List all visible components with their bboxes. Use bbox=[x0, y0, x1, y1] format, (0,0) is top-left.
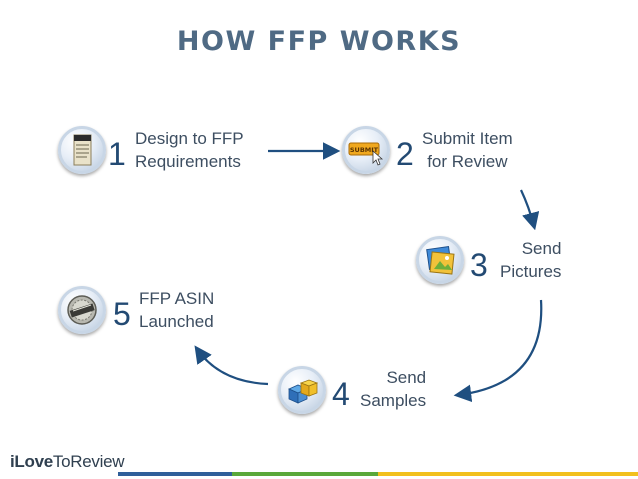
arrow-4-to-5 bbox=[194, 345, 269, 386]
launched-seal-icon bbox=[58, 286, 106, 334]
step-number: 5 bbox=[113, 296, 131, 332]
step-label-line2: for Review bbox=[427, 152, 508, 171]
footer-bar-yellow bbox=[378, 472, 638, 476]
footer-logo-rest: ToReview bbox=[52, 452, 125, 471]
step-label-line2: Samples bbox=[360, 391, 427, 410]
step-label-line1: Send bbox=[521, 239, 562, 258]
step-number: 1 bbox=[108, 136, 126, 172]
diagram-title: HOW FFP WORKS bbox=[176, 26, 462, 57]
step-number: 2 bbox=[396, 136, 414, 172]
pictures-icon bbox=[416, 236, 464, 284]
step-label: Send Pictures bbox=[500, 237, 561, 283]
step-label-line2: Launched bbox=[139, 312, 214, 331]
step-label: Design to FFP Requirements bbox=[135, 127, 244, 173]
footer-bar-blue bbox=[118, 472, 232, 476]
samples-boxes-icon bbox=[278, 366, 326, 414]
step-label: Send Samples bbox=[360, 366, 426, 412]
step-label-line2: Requirements bbox=[135, 152, 241, 171]
step-label: FFP ASIN Launched bbox=[139, 287, 214, 333]
step-label: Submit Item for Review bbox=[422, 127, 513, 173]
step-label-line1: Submit Item bbox=[422, 129, 513, 148]
footer-bar-green bbox=[232, 472, 378, 476]
step-number: 3 bbox=[470, 247, 488, 283]
step-label-line2: Pictures bbox=[500, 262, 562, 281]
amazon-box-icon bbox=[58, 126, 106, 174]
arrow-3-to-4 bbox=[453, 299, 543, 403]
submit-icon-text: SUBMIT bbox=[350, 146, 379, 154]
footer-logo-bold: iLove bbox=[10, 452, 53, 471]
submit-button-icon: SUBMIT bbox=[342, 126, 390, 174]
step-number: 4 bbox=[332, 376, 350, 412]
step-label-line1: Send bbox=[386, 368, 427, 387]
arrow-2-to-3 bbox=[520, 189, 540, 231]
step-label-line1: FFP ASIN bbox=[139, 289, 215, 308]
footer-logo: iLoveToReview bbox=[10, 452, 125, 472]
step-label-line1: Design to FFP bbox=[135, 129, 244, 148]
